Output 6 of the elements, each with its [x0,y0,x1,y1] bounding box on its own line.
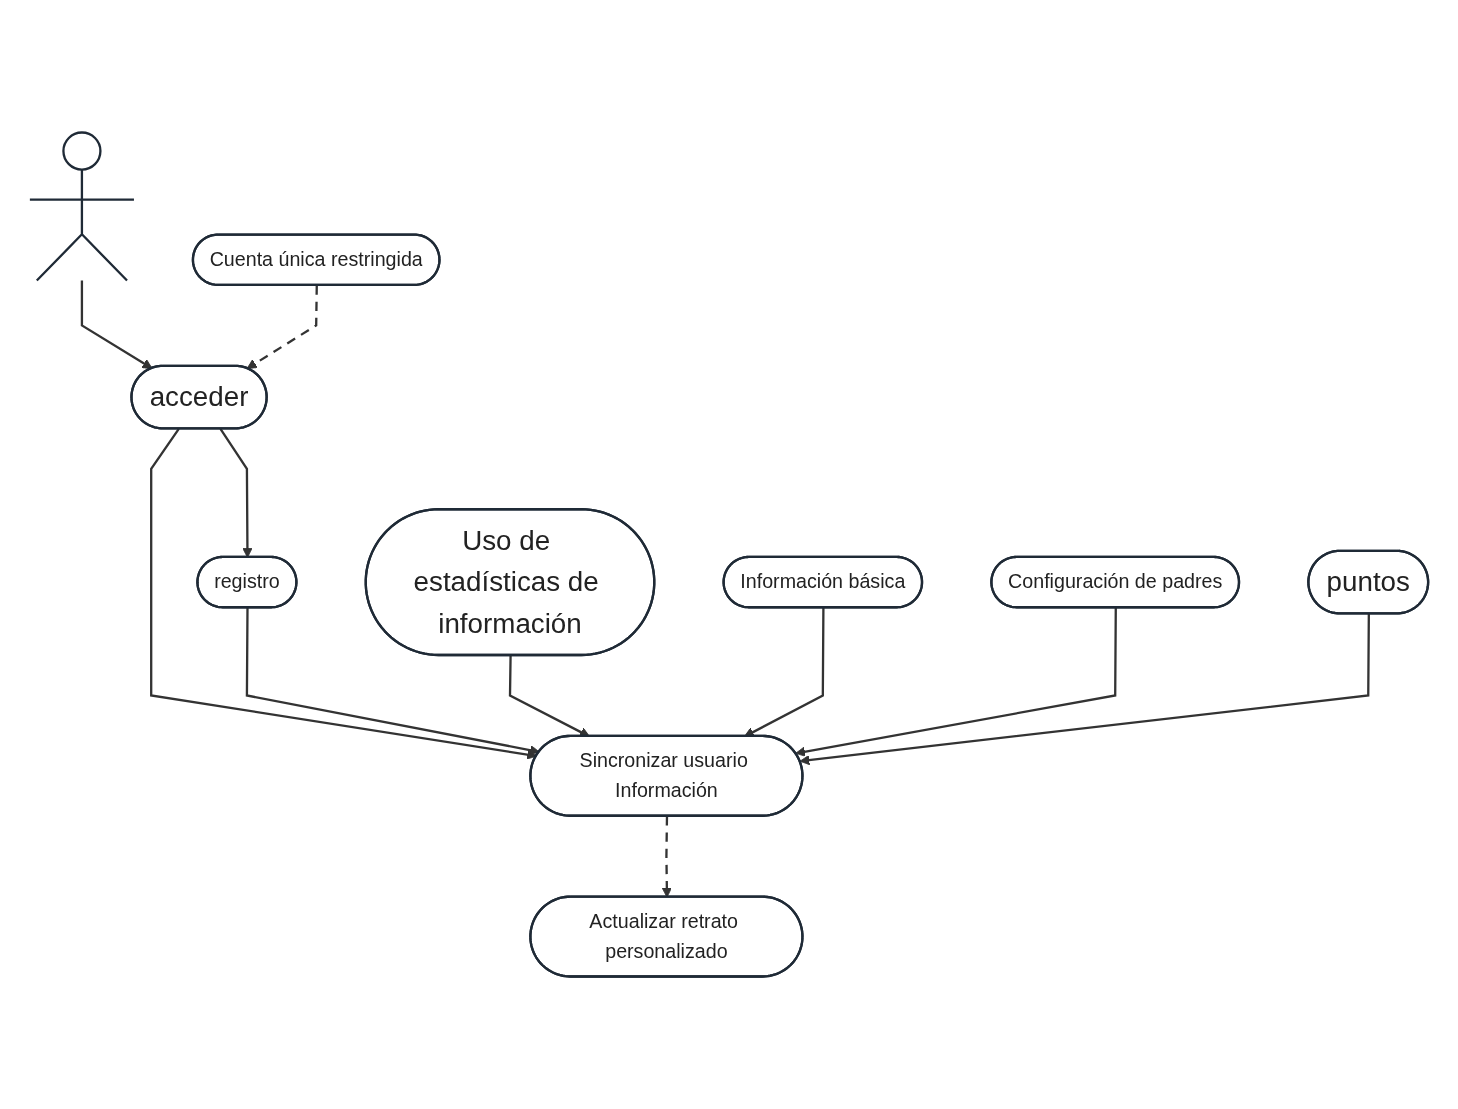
arrow [246,285,318,369]
arrow [245,607,540,756]
arrow [150,428,537,760]
arrow [795,607,1117,757]
arrow [80,280,153,369]
arrow [799,613,1370,766]
